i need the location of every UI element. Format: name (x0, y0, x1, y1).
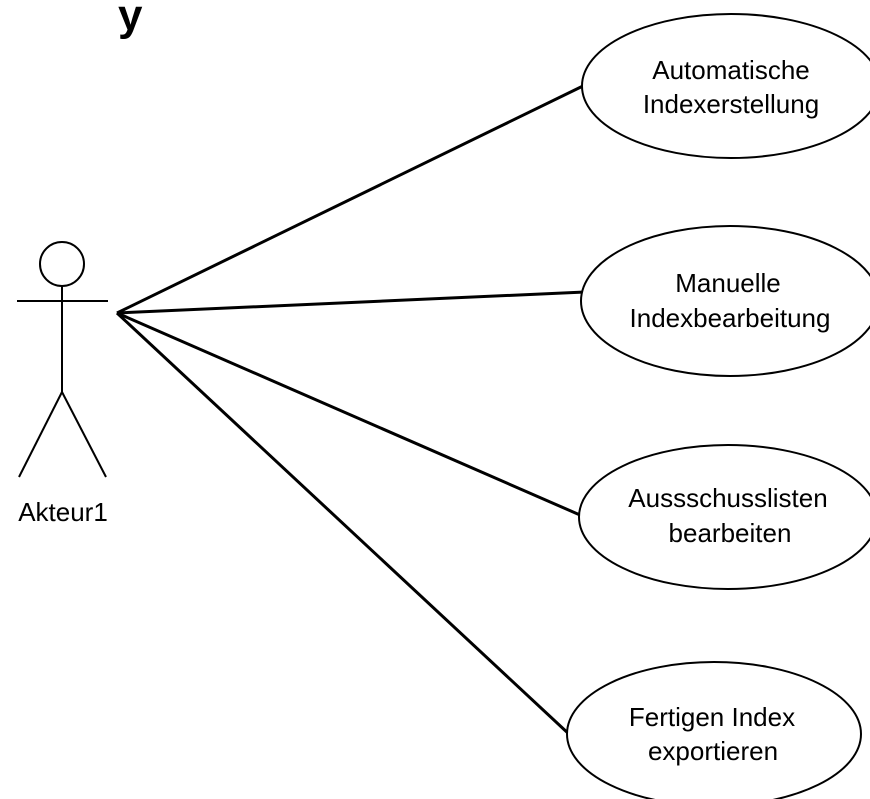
associations (115, 83, 586, 737)
use-case-export-final-index[interactable]: Fertigen Index exportieren (566, 661, 862, 799)
title-fragment: y (118, 0, 143, 40)
association-line (116, 290, 586, 315)
association-line (116, 311, 581, 517)
use-case-ellipse (580, 225, 870, 377)
use-case-label-line1: Fertigen Index (629, 702, 795, 732)
use-case-label-line2: bearbeiten (669, 518, 792, 548)
use-case-label-line1: Aussschusslisten (628, 483, 827, 513)
use-case-label-line1: Automatische (652, 55, 810, 85)
use-case-label-line2: exportieren (648, 736, 778, 766)
association-line (115, 311, 572, 737)
use-case-manual-index-editing[interactable]: Manuelle Indexbearbeitung (580, 225, 870, 377)
actor-head (39, 241, 85, 287)
actor-label: Akteur1 (18, 497, 108, 527)
association-line (116, 83, 586, 315)
actor[interactable]: Akteur1 (17, 241, 108, 527)
actor-leg-right (61, 391, 107, 478)
use-case-automatic-index-creation[interactable]: Automatische Indexerstellung (581, 13, 870, 159)
stick-figure-icon (17, 241, 108, 478)
use-case-label-line2: Indexbearbeitung (630, 303, 831, 333)
actor-leg-left (18, 391, 63, 478)
use-case-label-line2: Indexerstellung (643, 89, 819, 119)
use-case-label-line1: Manuelle (675, 268, 781, 298)
use-case-ellipse (578, 444, 870, 590)
use-case-ellipse (581, 13, 870, 159)
use-case-edit-exclusion-lists[interactable]: Aussschusslisten bearbeiten (578, 444, 870, 590)
use-case-ellipse (566, 661, 862, 799)
